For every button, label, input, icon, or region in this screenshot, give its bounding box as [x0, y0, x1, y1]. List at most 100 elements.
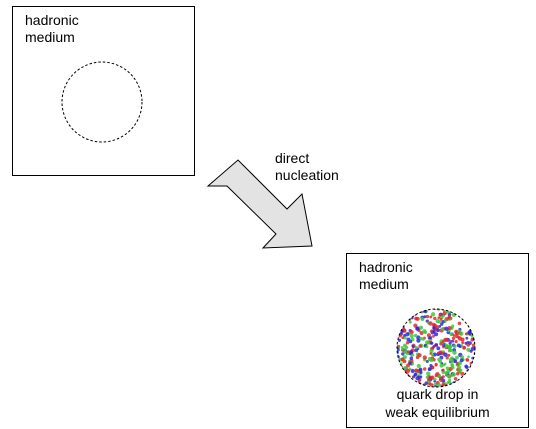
quark-particle	[444, 343, 448, 347]
quark-particle	[422, 367, 427, 371]
quark-particle	[404, 345, 409, 350]
quark-particle	[433, 316, 437, 321]
quark-particle	[442, 311, 447, 316]
quark-particle	[464, 341, 468, 345]
quark-particle	[436, 328, 440, 333]
quark-drop-boundary	[396, 308, 476, 388]
quark-particle	[426, 333, 431, 338]
quark-particle	[425, 314, 430, 319]
quark-particle	[450, 374, 453, 378]
quark-particle	[440, 327, 445, 331]
quark-particle	[397, 338, 402, 342]
quark-particle	[410, 368, 415, 374]
quark-particle	[409, 333, 414, 339]
quark-particle	[405, 368, 411, 374]
quark-particle	[429, 336, 433, 340]
quark-particle	[469, 349, 473, 353]
quark-particle	[462, 345, 467, 350]
quark-particle	[426, 371, 431, 376]
quark-particle	[439, 318, 443, 321]
quark-particle	[454, 355, 459, 360]
quark-particle	[416, 363, 421, 369]
quark-particle	[451, 339, 455, 343]
quark-particle	[450, 309, 454, 311]
quark-particle	[441, 370, 446, 375]
quark-particle	[405, 332, 410, 337]
quark-particle	[418, 367, 423, 372]
quark-particle	[421, 337, 426, 341]
quark-particle	[420, 317, 425, 321]
quark-particle	[443, 352, 448, 357]
quark-particle	[434, 332, 439, 337]
quark-particle	[460, 344, 464, 347]
quark-particle	[416, 338, 421, 343]
quark-particle	[447, 325, 452, 331]
quark-particle	[448, 339, 452, 343]
quark-particle	[403, 366, 408, 371]
quark-particle	[397, 331, 399, 335]
quark-particle	[433, 323, 437, 328]
quark-particle	[452, 309, 456, 313]
quark-particle	[399, 366, 403, 370]
top-panel: hadronic medium	[12, 6, 195, 176]
quark-particle	[413, 333, 418, 338]
quark-particle	[432, 330, 436, 334]
quark-particle	[415, 376, 420, 381]
quark-particle	[427, 367, 432, 372]
quark-particles	[397, 309, 475, 387]
quark-particle	[459, 331, 464, 336]
quark-particle	[429, 348, 434, 354]
quark-particle	[459, 358, 464, 363]
quark-particle	[453, 344, 457, 349]
quark-particle	[467, 371, 471, 375]
quark-particle	[452, 350, 457, 355]
quark-particle	[455, 334, 459, 339]
quark-particle	[439, 341, 443, 346]
empty-region-svg	[61, 61, 143, 143]
quark-particle	[464, 332, 468, 336]
quark-particle	[397, 350, 399, 355]
quark-particle	[402, 355, 407, 360]
quark-particle	[456, 343, 461, 348]
quark-particle	[430, 375, 435, 380]
quark-particle	[434, 362, 438, 366]
quark-particle	[448, 378, 452, 382]
empty-nucleation-circle	[61, 61, 143, 143]
quark-particle	[432, 326, 436, 330]
quark-particle	[438, 359, 443, 364]
quark-particle	[444, 337, 449, 341]
quark-particle	[413, 323, 418, 328]
quark-particle	[433, 382, 437, 386]
quark-particle	[436, 346, 441, 351]
quark-particle	[460, 355, 465, 360]
quark-particle	[467, 355, 470, 359]
quark-particle	[433, 385, 438, 387]
quark-particle	[408, 320, 412, 324]
quark-particle	[451, 336, 456, 341]
quark-particle	[400, 357, 405, 362]
quark-particle	[454, 339, 458, 344]
quark-particle	[457, 361, 462, 366]
quark-particle	[397, 331, 399, 336]
quark-particle	[471, 363, 475, 368]
quark-particle	[444, 326, 449, 331]
quark-particle	[449, 332, 454, 337]
quark-particle	[419, 325, 423, 330]
quark-particle	[455, 371, 460, 376]
quark-particle	[446, 381, 450, 384]
quark-particle	[410, 353, 415, 357]
quark-particle	[427, 341, 430, 345]
quark-particle	[438, 377, 444, 382]
quark-particle	[423, 330, 428, 335]
quark-particle	[469, 367, 473, 372]
quark-particle	[457, 321, 462, 326]
quark-particle	[429, 357, 434, 363]
quark-particle	[429, 383, 434, 387]
quark-particle	[447, 314, 451, 319]
quark-particle	[452, 334, 456, 337]
quark-particle	[451, 366, 455, 370]
quark-particle	[425, 375, 429, 379]
quark-particle	[406, 363, 410, 368]
quark-particle	[429, 315, 433, 319]
bottom-panel-label: hadronic medium	[359, 259, 413, 292]
